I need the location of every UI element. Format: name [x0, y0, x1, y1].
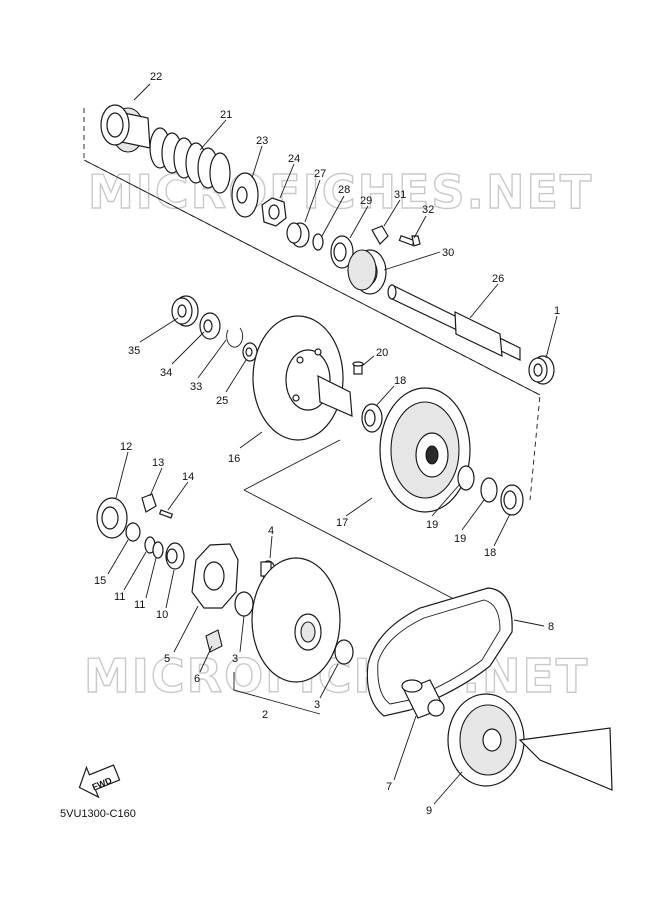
part-25-collar[interactable]: [242, 342, 258, 362]
callout: 34: [160, 367, 172, 379]
part-28-oring[interactable]: [312, 233, 324, 251]
part-29-oil-seal[interactable]: [330, 235, 354, 269]
callout: 10: [156, 609, 168, 621]
callout-numbers: 22 21 23 24 27 28 29 31 32 30 26 1 35 34…: [94, 71, 560, 817]
diagram-code: 5VU1300-C160: [60, 808, 136, 820]
part-35-bearing[interactable]: [171, 295, 199, 327]
callout: 4: [268, 525, 274, 537]
leader-line: [243, 489, 476, 611]
callout: 3: [314, 699, 320, 711]
part-9-fan-sheave[interactable]: [447, 693, 613, 791]
callout: 35: [128, 345, 140, 357]
part-18-seal-upper[interactable]: [361, 403, 383, 433]
callout: 30: [442, 247, 454, 259]
callout: 27: [314, 168, 326, 180]
callout: 33: [190, 381, 202, 393]
part-27-collar[interactable]: [286, 222, 310, 248]
part-2-primary-sheave[interactable]: [251, 557, 341, 683]
callout: 12: [120, 441, 132, 453]
part-19-oring[interactable]: [480, 477, 498, 503]
callout: 29: [360, 195, 372, 207]
part-32-bolt[interactable]: [398, 234, 421, 247]
callout-leaders: [107, 83, 558, 805]
part-26-shaft[interactable]: [387, 284, 521, 361]
part-3-collar[interactable]: [334, 639, 354, 665]
callout: 6: [194, 673, 200, 685]
callout: 15: [94, 575, 106, 587]
callout: 31: [394, 189, 406, 201]
part-5-cam[interactable]: [191, 543, 239, 609]
part-24-nut[interactable]: [261, 197, 287, 227]
part-10-collar[interactable]: [165, 542, 185, 570]
part-3-collar[interactable]: [234, 591, 254, 617]
callout: 25: [216, 395, 228, 407]
callout: 17: [336, 517, 348, 529]
part-31-plate[interactable]: [371, 225, 389, 245]
callout: 13: [152, 457, 164, 469]
part-12-oil-seal[interactable]: [96, 497, 128, 539]
part-34-bearing[interactable]: [199, 312, 221, 340]
part-6-slider[interactable]: [205, 629, 223, 653]
callout: 24: [288, 153, 300, 165]
callout: 5: [164, 653, 170, 665]
callout: 8: [548, 621, 554, 633]
part-17-fixed-sheave[interactable]: [379, 387, 471, 513]
callout: 19: [426, 519, 438, 531]
callout: 22: [150, 71, 162, 83]
callout: 1: [554, 305, 560, 317]
part-14-screw[interactable]: [158, 509, 174, 519]
leader-line: [233, 672, 321, 715]
callout: 2: [262, 709, 268, 721]
part-19-oring[interactable]: [457, 465, 475, 491]
callout: 19: [454, 533, 466, 545]
callout: 11: [114, 591, 125, 603]
part-20-pin[interactable]: [352, 361, 364, 375]
callout: 32: [422, 204, 434, 216]
part-16-sheave[interactable]: [252, 315, 353, 441]
part-22-guide[interactable]: [100, 104, 151, 153]
part-15-ring[interactable]: [125, 522, 141, 542]
callout: 28: [338, 184, 350, 196]
callout: 21: [220, 109, 232, 121]
callout: 9: [426, 805, 432, 817]
callout: 20: [376, 347, 388, 359]
part-1-bearing[interactable]: [528, 355, 555, 385]
part-23-washer[interactable]: [231, 172, 259, 218]
callout: 26: [492, 273, 504, 285]
callout: 7: [386, 781, 392, 793]
part-11-oring[interactable]: [152, 541, 164, 559]
part-21-spring[interactable]: [149, 127, 231, 194]
callout: 23: [256, 135, 268, 147]
callout: 16: [228, 453, 240, 465]
upper-assembly-frame: [83, 108, 541, 501]
callout: 14: [182, 471, 194, 483]
callout: 11: [134, 599, 145, 611]
part-30-bearing[interactable]: [347, 249, 387, 295]
part-33-circlip[interactable]: [226, 327, 244, 348]
part-7-shaft[interactable]: [401, 679, 445, 719]
part-18-seal-lower[interactable]: [500, 484, 524, 516]
fwd-arrow-icon: FWD: [78, 764, 121, 799]
callout: 3: [232, 653, 238, 665]
leader-line: [243, 439, 341, 491]
callout: 18: [394, 375, 406, 387]
callout: 18: [484, 547, 496, 559]
part-13-plate[interactable]: [141, 493, 157, 513]
